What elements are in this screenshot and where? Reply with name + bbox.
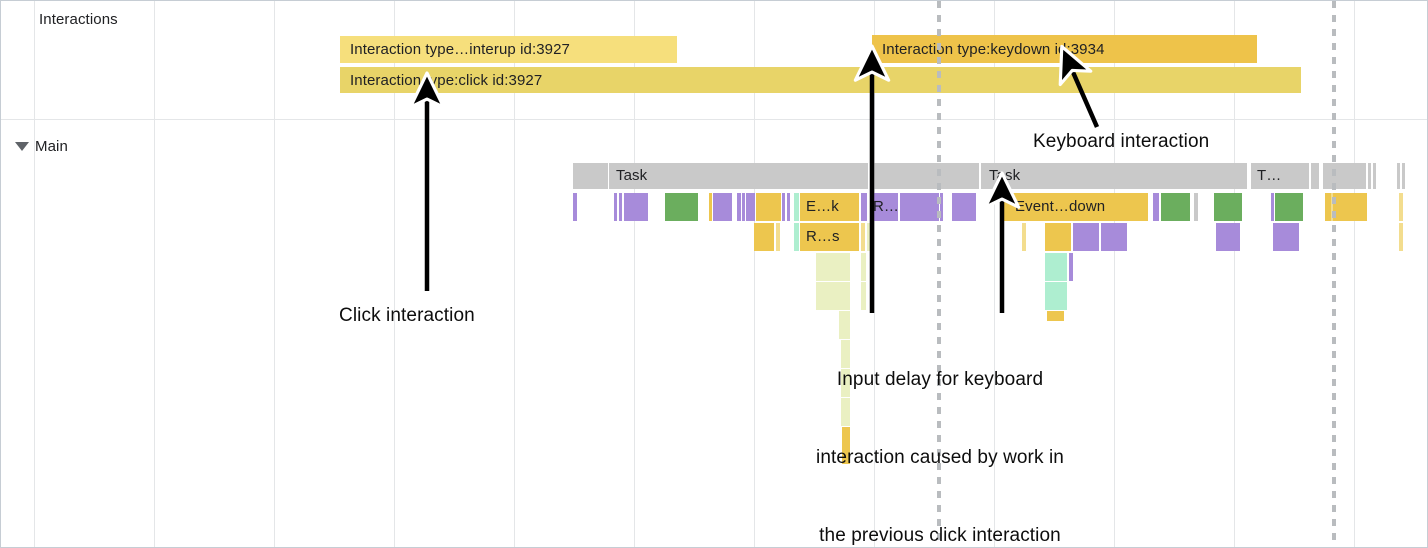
flame-event-block[interactable] bbox=[794, 193, 799, 221]
flame-stack-frame[interactable] bbox=[841, 369, 850, 397]
event-bar-label-2: R… bbox=[873, 198, 900, 215]
event-bar-label-4: Event…down bbox=[1015, 198, 1106, 215]
flame-event-block[interactable] bbox=[1214, 193, 1242, 221]
flame-stack-frame[interactable] bbox=[842, 427, 850, 464]
task-bar-label-3: T… bbox=[1257, 167, 1282, 184]
flame-event-block[interactable] bbox=[1045, 223, 1071, 251]
flame-task-bar[interactable] bbox=[1397, 163, 1400, 189]
interaction-bar-click[interactable]: Interaction type:click id:3927 bbox=[340, 67, 1301, 93]
flame-task-bar[interactable] bbox=[1373, 163, 1376, 189]
track-divider bbox=[1, 119, 1427, 120]
flame-stack-frame[interactable] bbox=[1045, 253, 1067, 281]
annotation-click-interaction: Click interaction bbox=[339, 305, 475, 326]
event-bar-label-1: E…k bbox=[806, 198, 839, 215]
flame-task-bar[interactable] bbox=[573, 163, 608, 189]
flame-event-block[interactable] bbox=[756, 193, 781, 221]
flame-event-block[interactable] bbox=[619, 193, 622, 221]
flame-event-block[interactable] bbox=[1022, 223, 1026, 251]
flame-event-block[interactable] bbox=[1194, 193, 1198, 221]
flame-event-block[interactable] bbox=[742, 193, 745, 221]
flame-event-block[interactable] bbox=[782, 193, 785, 221]
flame-event-block[interactable] bbox=[800, 223, 859, 251]
timeline-gridline bbox=[634, 1, 635, 547]
flame-event-block[interactable] bbox=[1273, 223, 1299, 251]
interaction-bar-pointerup[interactable]: Interaction type…interup id:3927 bbox=[340, 36, 677, 63]
flame-stack-frame[interactable] bbox=[1047, 311, 1064, 321]
annotation-input-delay-line3: the previous click interaction bbox=[819, 525, 1061, 546]
flame-event-block[interactable] bbox=[952, 193, 976, 221]
flame-event-block[interactable] bbox=[573, 193, 577, 221]
flame-stack-frame[interactable] bbox=[841, 398, 850, 426]
flame-event-block[interactable] bbox=[1153, 193, 1159, 221]
timeline-gridline bbox=[754, 1, 755, 547]
flame-task-bar[interactable] bbox=[1251, 163, 1309, 189]
flame-event-block[interactable] bbox=[861, 223, 865, 251]
flame-event-block[interactable] bbox=[746, 193, 755, 221]
annotation-input-delay: Input delay for keyboard interaction cau… bbox=[783, 315, 1097, 547]
flame-task-bar[interactable] bbox=[1323, 163, 1366, 189]
flame-stack-frame[interactable] bbox=[861, 282, 866, 310]
event-bar-label-3: R…s bbox=[806, 228, 840, 245]
timeline-gridline bbox=[34, 1, 35, 547]
interaction-boundary-marker bbox=[937, 1, 941, 547]
flame-event-block[interactable] bbox=[800, 193, 859, 221]
flame-stack-frame[interactable] bbox=[839, 311, 850, 339]
flame-task-bar[interactable] bbox=[981, 163, 1247, 189]
flame-event-block[interactable] bbox=[665, 193, 698, 221]
flame-event-block[interactable] bbox=[1101, 223, 1127, 251]
flame-stack-frame[interactable] bbox=[841, 340, 850, 368]
annotation-input-delay-line2: interaction caused by work in bbox=[816, 447, 1064, 468]
flame-event-block[interactable] bbox=[1001, 193, 1148, 221]
flame-event-block[interactable] bbox=[787, 193, 790, 221]
flame-event-block[interactable] bbox=[900, 193, 939, 221]
flame-event-block[interactable] bbox=[870, 193, 898, 221]
annotation-keyboard-interaction: Keyboard interaction bbox=[1033, 131, 1210, 152]
flame-event-block[interactable] bbox=[709, 193, 712, 221]
timeline-gridline bbox=[1234, 1, 1235, 547]
timeline-gridline bbox=[1114, 1, 1115, 547]
flame-event-block[interactable] bbox=[737, 193, 741, 221]
flame-stack-frame[interactable] bbox=[1069, 253, 1073, 281]
chevron-down-icon[interactable] bbox=[15, 142, 29, 151]
flame-event-block[interactable] bbox=[614, 193, 617, 221]
flame-task-bar[interactable] bbox=[609, 163, 868, 189]
flame-event-block[interactable] bbox=[1216, 223, 1240, 251]
flame-event-block[interactable] bbox=[624, 193, 648, 221]
flame-event-block[interactable] bbox=[1399, 223, 1403, 251]
timeline-gridline bbox=[994, 1, 995, 547]
timeline-gridline bbox=[514, 1, 515, 547]
timeline-gridline bbox=[274, 1, 275, 547]
flame-event-block[interactable] bbox=[1275, 193, 1303, 221]
timeline-gridline bbox=[1354, 1, 1355, 547]
flame-task-bar[interactable] bbox=[1311, 163, 1319, 189]
task-bar-label-1: Task bbox=[616, 167, 648, 184]
track-label-main: Main bbox=[35, 138, 68, 155]
flame-event-block[interactable] bbox=[861, 193, 867, 221]
flame-event-block[interactable] bbox=[1271, 193, 1274, 221]
flame-event-block[interactable] bbox=[867, 223, 873, 251]
flame-stack-frame[interactable] bbox=[816, 282, 850, 310]
timeline-gridline bbox=[154, 1, 155, 547]
flame-event-block[interactable] bbox=[776, 223, 780, 251]
interaction-boundary-marker bbox=[1332, 1, 1336, 547]
track-label-interactions: Interactions bbox=[39, 11, 118, 28]
flame-task-bar[interactable] bbox=[1368, 163, 1371, 189]
timeline-gridline bbox=[394, 1, 395, 547]
flame-task-bar[interactable] bbox=[1402, 163, 1405, 189]
flame-event-block[interactable] bbox=[1399, 193, 1403, 221]
flame-event-block[interactable] bbox=[1073, 223, 1099, 251]
flame-event-block[interactable] bbox=[1161, 193, 1190, 221]
interaction-bar-keydown[interactable]: Interaction type:keydown id:3934 bbox=[872, 35, 1257, 63]
flame-task-bar[interactable] bbox=[870, 163, 979, 189]
annotation-input-delay-line1: Input delay for keyboard bbox=[836, 369, 1044, 390]
flame-stack-frame[interactable] bbox=[861, 253, 866, 281]
flame-event-block[interactable] bbox=[940, 193, 943, 221]
flame-event-block[interactable] bbox=[794, 223, 799, 251]
timeline-gridline bbox=[874, 1, 875, 547]
flame-event-block[interactable] bbox=[713, 193, 732, 221]
flame-event-block[interactable] bbox=[754, 223, 774, 251]
flame-stack-frame[interactable] bbox=[816, 253, 850, 281]
task-bar-label-2: Task bbox=[989, 167, 1021, 184]
flame-stack-frame[interactable] bbox=[1045, 282, 1067, 310]
